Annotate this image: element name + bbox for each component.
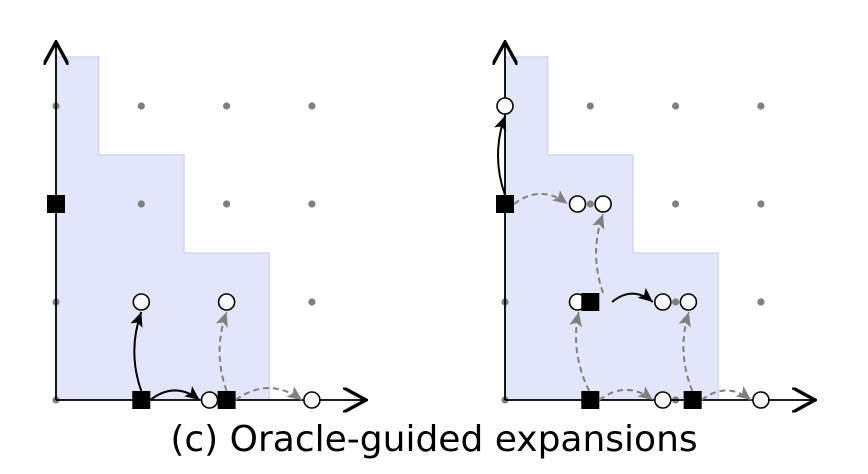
guided-expansion-arrow [494, 115, 507, 196]
grid-dot [308, 200, 316, 208]
candidate-expansion-arrow [701, 386, 752, 401]
candidate-node [217, 293, 236, 311]
figure-caption: (c) Oracle-guided expansions [170, 419, 698, 460]
selected-node [132, 391, 151, 409]
candidate-expansion-arrow [598, 386, 654, 401]
candidate-node [679, 293, 698, 311]
grid-dot [757, 200, 765, 208]
selected-node [47, 195, 65, 213]
selected-node [683, 391, 702, 409]
grid-dot [586, 102, 594, 110]
candidate-node [654, 293, 672, 311]
grid-dot [757, 298, 765, 306]
grid-dot [223, 102, 231, 110]
candidate-node [200, 391, 219, 409]
candidate-expansion-arrow [678, 311, 694, 392]
grid-dot [223, 200, 231, 208]
candidate-node [594, 195, 612, 213]
feasible-region [55, 56, 270, 401]
grid-dot [757, 102, 765, 110]
candidate-expansion-arrow [569, 311, 591, 392]
candidate-node [752, 391, 770, 409]
candidate-node [132, 293, 151, 311]
grid-dot [308, 298, 316, 306]
grid-dot [137, 102, 145, 110]
grid-dot [672, 200, 680, 208]
candidate-expansion-arrow [513, 190, 569, 205]
selected-node [217, 391, 236, 409]
selected-node [581, 391, 600, 409]
grid-dot [308, 102, 316, 110]
candidate-node [496, 97, 514, 115]
selected-node [581, 293, 600, 311]
guided-expansion-arrow [611, 287, 654, 303]
right-panel [496, 42, 815, 409]
feasible-region [504, 56, 719, 401]
grid-dot [586, 200, 594, 208]
left-panel [47, 42, 366, 409]
candidate-node [303, 391, 321, 409]
candidate-node [568, 195, 587, 213]
grid-dot [672, 298, 680, 306]
candidate-expansion-arrow [235, 386, 303, 401]
grid-dot [137, 200, 145, 208]
guided-expansion-arrow [149, 386, 201, 401]
grid-dot [672, 102, 680, 110]
selected-node [496, 195, 514, 213]
candidate-expansion-arrow [215, 311, 228, 392]
candidate-expansion-arrow [592, 213, 605, 294]
guided-expansion-arrow [130, 311, 143, 392]
candidate-node [654, 391, 672, 409]
